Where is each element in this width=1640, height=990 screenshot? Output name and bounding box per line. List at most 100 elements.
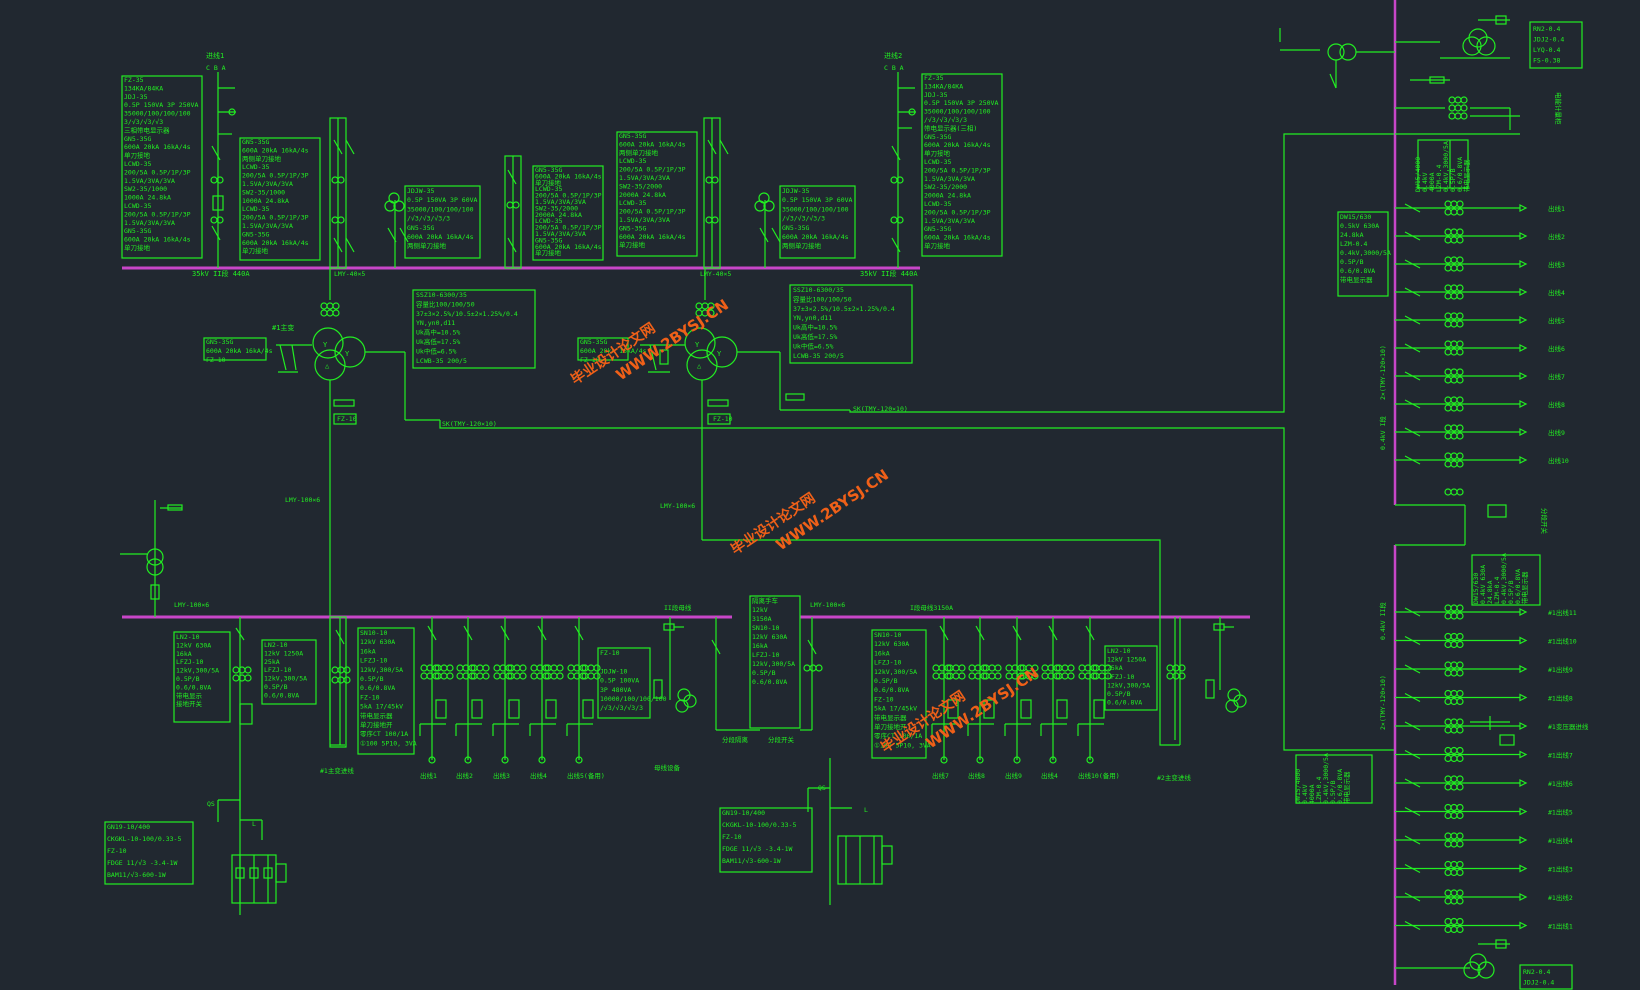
box-line: 单刀接地 xyxy=(619,240,646,249)
box-line: 600A 20kA 16kA/4s xyxy=(535,172,602,180)
box-line: 1.5VA/3VA/3VA xyxy=(124,219,175,227)
box-line: JDJ2-0.4 xyxy=(1523,979,1554,987)
svg-text:Y: Y xyxy=(695,341,700,349)
sk1-route xyxy=(439,420,1395,751)
box-line: 单刀接地 xyxy=(535,248,562,257)
box-line: SN10-10 xyxy=(360,629,387,637)
meter-feeder xyxy=(1395,96,1520,130)
box-line: FDGE 11/√3 -3.4-1W xyxy=(722,845,793,853)
box-line: 3/√3/√3/√3 xyxy=(124,118,163,126)
feeder04-label: 出线4 xyxy=(1548,288,1565,297)
svg-text:△: △ xyxy=(325,362,330,370)
box-line: 16kA xyxy=(752,642,768,650)
box-line: 200/5A 0.5P/1P/3P xyxy=(924,208,991,216)
box-line: 0.5P/B xyxy=(1107,690,1131,698)
box-line: 带电显示器(三相) xyxy=(924,123,977,132)
bus-pt-right xyxy=(1205,617,1247,713)
box-line: FZ-10 xyxy=(600,649,620,657)
svg-text:Y: Y xyxy=(717,350,722,358)
box-line: 600A 20kA 16kA/4s xyxy=(407,233,474,241)
box-line: 0.5P 150VA 3P 60VA xyxy=(782,196,853,204)
box-line: 0.6/0.8VA xyxy=(1107,699,1142,707)
feeder04-label: 出线10 xyxy=(1548,456,1569,465)
box-line: 0.5kV 630A xyxy=(1340,222,1379,230)
box-line: CKGKL-10-100/0.33-5 xyxy=(107,835,181,843)
box-line: 0.5P 150VA 3P 60VA xyxy=(407,196,478,204)
box-line: 12kV,300/5A xyxy=(752,660,795,668)
box-line: 1000A 24.8kA xyxy=(124,194,171,202)
vbox-line: 0.4kV,3000/5A xyxy=(1500,553,1508,604)
box-line: 600A 20kA 16kA/4s xyxy=(124,236,191,244)
box-g1: GN19-10/400CKGKL-10-100/0.33-5FZ-10FDGE … xyxy=(104,821,194,885)
feeder04-label: #1出线6 xyxy=(1548,779,1573,788)
box-line: LCWB-35 200/5 xyxy=(416,357,467,365)
vbox-line: DW15/630 xyxy=(1472,573,1480,604)
meas-label: 电能计量柜 xyxy=(1554,92,1563,125)
breaker-column-5 xyxy=(703,117,729,269)
box-line: 接地开关 xyxy=(176,699,203,708)
box-line: 600A 20kA 16kA/4s xyxy=(206,347,273,355)
box-line: 单刀接地 xyxy=(535,178,562,187)
svg-text:Y: Y xyxy=(323,341,328,349)
feeder04-label: #1出线8 xyxy=(1548,694,1573,703)
box-line: Uk高中=10.5% xyxy=(793,323,837,332)
feeder04-label: #1出线1 xyxy=(1548,922,1573,931)
box-line: FS-0.38 xyxy=(1533,57,1560,65)
bus-section-column xyxy=(504,155,522,269)
box-line: LCWD-35 xyxy=(242,163,269,171)
box-line: GN5-35G xyxy=(619,224,646,232)
box-line: 1.5VA/3VA/3VA xyxy=(535,198,586,206)
box-line: LFZJ-10 xyxy=(752,651,779,659)
box-line: 12kV 630A xyxy=(360,638,395,646)
box-line: 单刀接地 xyxy=(242,246,269,255)
box-g2: GN19-10/400CKGKL-10-100/0.33-5FZ-10FDGE … xyxy=(719,807,813,873)
box-line: 12kV 630A xyxy=(176,641,211,649)
box-line: 两侧单刀接地 xyxy=(619,148,659,157)
sk1-label: SK(TMY-120×10) xyxy=(442,420,497,428)
pt-column-right xyxy=(754,192,781,268)
box-line: Uk高低=17.5% xyxy=(793,332,837,341)
box-line: LCWD-35 xyxy=(619,199,646,207)
breaker-column-2 xyxy=(329,117,355,269)
bus-tie-04 xyxy=(1395,488,1507,546)
vbox-line: 4000A xyxy=(1428,172,1436,192)
lmy100b-route xyxy=(702,539,1180,746)
box-line: 200/5A 0.5P/1P/3P xyxy=(535,224,602,232)
box-line: 200/5A 0.5P/1P/3P xyxy=(124,210,191,218)
box-line: LFZJ-10 xyxy=(264,666,291,674)
pt-column-left xyxy=(384,192,409,268)
box-line: RN2-0.4 xyxy=(1523,968,1550,976)
feeder04-label: 出线1 xyxy=(1548,204,1565,213)
box-line: BAM11/√3-600-1W xyxy=(722,857,781,865)
box-line: 0.5P/B xyxy=(874,677,898,685)
box-line: JDJW-35 xyxy=(407,187,434,195)
box-line: JDJW-10 xyxy=(600,667,627,675)
box-line: GN5-35G xyxy=(924,133,951,141)
feeder04-label: #1出线3 xyxy=(1548,865,1573,874)
box-line: 37±3×2.5%/10.5±2×1.25%/0.4 xyxy=(416,310,518,318)
feeder04-label: #1出线10 xyxy=(1548,637,1577,646)
box-line: 1.5VA/3VA/3VA xyxy=(124,177,175,185)
bus2-label: II段母线 xyxy=(664,603,692,612)
incoming-1-phase: C B A xyxy=(206,64,226,72)
vbox-line: LZM-0.4 xyxy=(1315,777,1323,804)
box-line: Uk中低=6.5% xyxy=(416,346,456,355)
box-line: 0.5P 100VA xyxy=(600,677,639,685)
box-line: 容量比100/100/50 xyxy=(416,299,475,308)
capacitor-04 xyxy=(1470,716,1515,746)
box-line: 0.5P/B xyxy=(264,683,288,691)
box-line: GN5-35G xyxy=(924,225,951,233)
box-line: 0.6/0.8VA xyxy=(1340,267,1375,275)
p2-label: #2主变进线 xyxy=(1157,773,1191,782)
v04b: 0.4kV II段 xyxy=(1378,602,1387,640)
box-line: /√3/√3/√3/3 xyxy=(782,215,825,223)
box-r2: DW15/6300.5kV 630A24.8kALZM-0.40.4kV,300… xyxy=(1337,211,1391,297)
